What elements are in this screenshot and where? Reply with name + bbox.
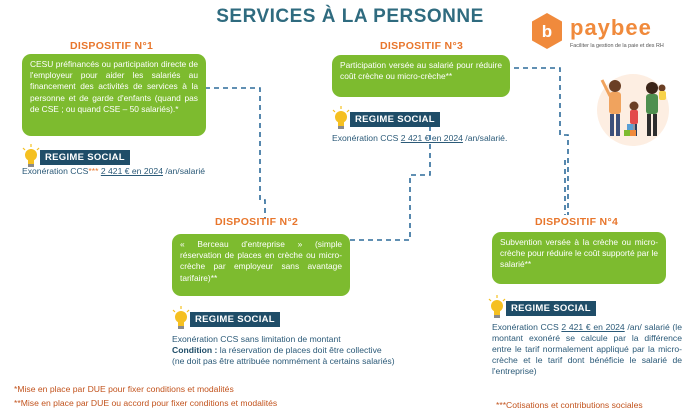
footnote-2: **Mise en place par DUE ou accord pour f… (14, 398, 277, 408)
dispositif-2-regime-text: Exonération CCS sans limitation de monta… (172, 334, 452, 367)
condition-text: la réservation de places doit être colle… (217, 345, 382, 355)
dispositif-2-regime: REGIME SOCIAL (172, 306, 280, 332)
dispositif-4-regime-text: Exonération CCS 2 421 € en 2024 /an/ sal… (492, 322, 682, 377)
paybee-logo: b paybee Faciliter la gestion de la paie… (530, 12, 690, 56)
condition-text-2: (ne doit pas être attribuée nommément à … (172, 356, 395, 366)
regime-text-suffix: /an/salarié (162, 166, 206, 176)
footnote-marker: * (14, 384, 18, 394)
regime-social-label: REGIME SOCIAL (190, 311, 280, 327)
footnote-3: ***Cotisations et contributions sociales (496, 400, 643, 410)
dispositif-1-box: CESU préfinancés ou participation direct… (22, 54, 206, 136)
dispositif-2-box: « Berceau d'entreprise » (simple réserva… (172, 234, 350, 296)
footnote-marker: *** (88, 166, 99, 176)
regime-text: Exonération CCS (22, 166, 89, 176)
dispositif-3-regime-text: Exonération CCS 2 421 € en 2024 /an/sala… (332, 133, 572, 144)
condition-label: Condition : (172, 345, 218, 355)
connector-3-4 (505, 67, 569, 215)
regime-social-label: REGIME SOCIAL (506, 300, 596, 316)
footnote-text: Cotisations et contributions sociales (506, 400, 643, 410)
regime-text-suffix: /an/salarié. (462, 133, 508, 143)
lightbulb-icon (332, 106, 350, 129)
footnote-marker: *** (496, 400, 507, 410)
logo-tagline: Faciliter la gestion de la paie et des R… (570, 43, 664, 49)
dispositif-1-title: DISPOSITIF N°1 (70, 40, 154, 52)
regime-amount: 2 421 € en 2024 (561, 322, 625, 332)
dispositif-4-title: DISPOSITIF N°4 (535, 216, 619, 228)
svg-text:b: b (542, 22, 552, 41)
hexagon-logo-icon: b (532, 13, 562, 49)
family-illustration (597, 74, 669, 146)
connector-1-2 (205, 87, 266, 218)
regime-text-suffix: /an/ salarié (le montant exonéré se calc… (492, 322, 682, 376)
logo-name: paybee (570, 15, 652, 40)
regime-social-label: REGIME SOCIAL (350, 111, 440, 127)
regime-amount: 2 421 € en 2024 (400, 133, 463, 143)
regime-text: Exonération CCS sans limitation de monta… (172, 334, 341, 344)
lightbulb-icon (172, 306, 190, 329)
dispositif-3-box: Participation versée au salarié pour réd… (332, 55, 510, 97)
regime-amount: 2 421 € en 2024 (100, 166, 163, 176)
dispositif-4-box: Subvention versée à la crèche ou micro-c… (492, 232, 666, 284)
dispositif-1-regime-text: Exonération CCS*** 2 421 € en 2024 /an/s… (22, 166, 282, 177)
lightbulb-icon (22, 144, 40, 167)
connector-2-3 (350, 120, 431, 241)
footnote-text: Mise en place par DUE pour fixer conditi… (17, 384, 234, 394)
lightbulb-icon (488, 295, 506, 318)
footnote-marker: ** (14, 398, 21, 408)
dispositif-2-title: DISPOSITIF N°2 (215, 216, 299, 228)
dispositif-3-title: DISPOSITIF N°3 (380, 40, 464, 52)
dispositif-3-regime: REGIME SOCIAL (332, 106, 440, 132)
dispositif-1-regime: REGIME SOCIAL (22, 144, 130, 170)
footnote-text: Mise en place par DUE ou accord pour fix… (20, 398, 278, 408)
page-title: SERVICES À LA PERSONNE (216, 6, 484, 27)
dispositif-4-regime: REGIME SOCIAL (488, 295, 596, 321)
regime-social-label: REGIME SOCIAL (40, 149, 130, 165)
regime-text: Exonération CCS (492, 322, 562, 332)
footnote-1: *Mise en place par DUE pour fixer condit… (14, 384, 234, 394)
regime-text: Exonération CCS (332, 133, 401, 143)
